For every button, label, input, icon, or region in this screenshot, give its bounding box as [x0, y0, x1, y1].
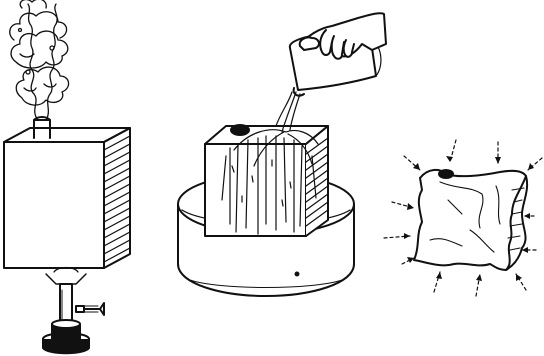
panel-heating — [4, 0, 130, 353]
can-heating — [4, 128, 130, 268]
steam-icon — [10, 0, 69, 120]
panel-crushed — [384, 140, 542, 296]
can-crushed — [414, 170, 527, 270]
panel-cooling — [178, 13, 386, 296]
burner-icon — [43, 268, 104, 354]
